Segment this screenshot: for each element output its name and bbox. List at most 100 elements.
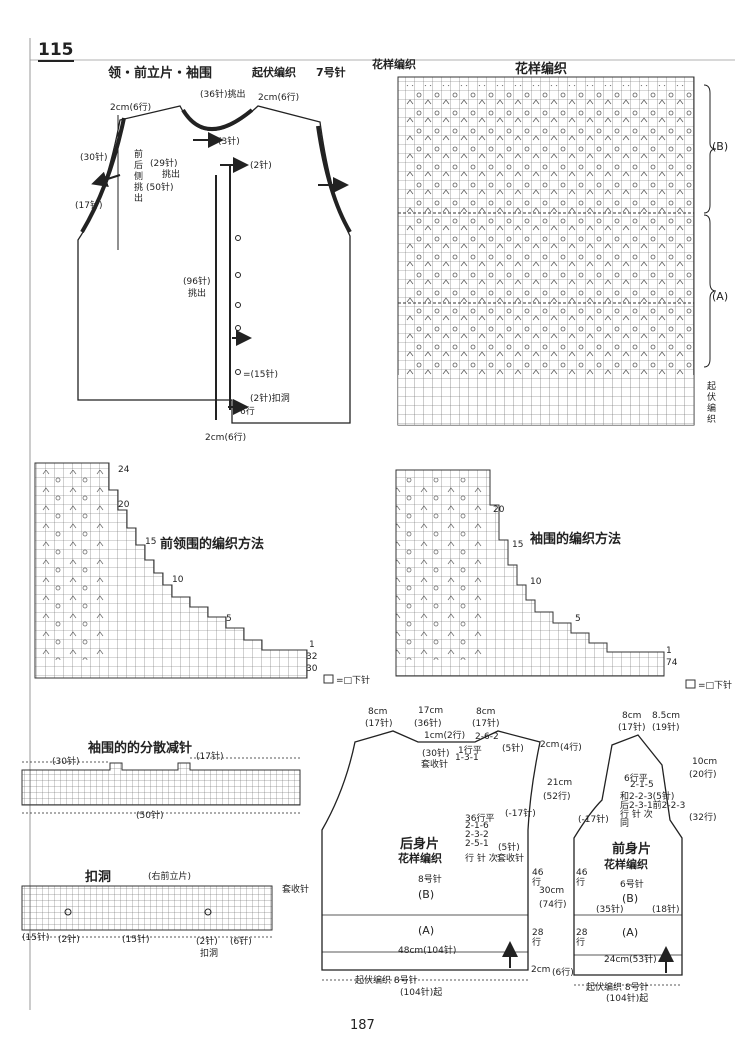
- sec4-tick: 20: [493, 505, 505, 515]
- buttonhole-chart: [21, 885, 273, 931]
- front-hang: 行 针 次: [620, 810, 653, 820]
- sec4-title: 袖围的编织方法: [530, 532, 622, 547]
- decrease-chart: [21, 762, 301, 806]
- sec6-kd: 扣洞: [200, 949, 219, 959]
- back-r46: 46行: [532, 868, 544, 888]
- back-cm48: 48cm(104针): [398, 946, 457, 956]
- buttonhole-marks: [64, 908, 212, 916]
- pattern-chart-symbols: [405, 85, 693, 375]
- vest-arrows: [91, 132, 349, 415]
- front-l17: (-17针): [578, 815, 609, 825]
- lbl-2cm-c: 2cm(6行): [205, 433, 247, 443]
- back-r232: 2-3-2: [465, 830, 489, 840]
- front-body-outline: [573, 734, 683, 976]
- sec3-tick: 20: [118, 500, 130, 510]
- front-name: 前身片: [612, 842, 652, 857]
- front-l35: (35针): [596, 905, 624, 915]
- back-cm2r: 2cm: [531, 965, 551, 975]
- sec4-tick: 15: [512, 540, 524, 550]
- lbl-50: (50针): [146, 183, 174, 193]
- lbl-chart-A: (A): [712, 290, 729, 303]
- back-body-outline: [321, 730, 541, 971]
- decrease-dims: [22, 757, 300, 814]
- lbl-2cm-a: 2cm(6行): [110, 103, 152, 113]
- back-r52: (52行): [543, 792, 571, 802]
- sec3-tick: 32: [306, 652, 318, 662]
- front-r20: (20行): [689, 770, 717, 780]
- lbl-qh: 前后侧挑出: [134, 150, 144, 204]
- back-A: (A): [418, 924, 435, 937]
- lbl-2k: (2针)扣洞: [250, 394, 290, 404]
- front-r6p: 6行平: [624, 774, 648, 784]
- front-B: (B): [622, 892, 639, 905]
- back-s5: (5针): [502, 744, 524, 754]
- back-name: 后身片: [400, 837, 440, 852]
- vest-schematic: [77, 105, 352, 424]
- lbl-29b: 挑出: [162, 170, 181, 180]
- lbl-36: (36针)挑出: [200, 90, 246, 100]
- lbl-3: (3针): [218, 137, 240, 147]
- lbl-2: (2针): [250, 161, 272, 171]
- lbl-96: (96针): [183, 277, 211, 287]
- legend-box-2: [685, 679, 696, 689]
- chart-braces: [703, 84, 717, 368]
- back-cast: (104针)起: [400, 988, 443, 998]
- back-w8a2: (17针): [365, 719, 393, 729]
- front-tong: 同: [620, 819, 630, 829]
- back-needle: 8号针: [418, 875, 442, 885]
- back-d262: 2-6-2: [475, 732, 499, 742]
- sec3-legend: =□下针: [336, 676, 371, 686]
- sec1-needle: 7号针: [316, 66, 346, 79]
- back-hang: 行 针 次: [465, 854, 498, 864]
- front-cm24: 24cm(53针): [604, 955, 657, 965]
- sec6-l6: (6针): [230, 937, 252, 947]
- armhole-symbols: [396, 478, 486, 660]
- back-r1cm: 1cm(2行): [424, 731, 466, 741]
- sec5-l17: (17针): [196, 752, 224, 762]
- sec6-l2a: (2针): [58, 935, 80, 945]
- back-pattern: 花样编织: [398, 852, 442, 865]
- front-l18: (18针): [652, 905, 680, 915]
- sec4-tick: 74: [666, 658, 678, 668]
- back-B: (B): [418, 888, 435, 901]
- back-r6: (6行): [552, 968, 574, 978]
- back-r131: 1-3-1: [455, 753, 479, 763]
- front-r215: 2-1-5: [630, 780, 654, 790]
- back-cm2: 2cm: [540, 740, 560, 750]
- lbl-chart-B: (B): [712, 140, 729, 153]
- back-r74: (74行): [539, 900, 567, 910]
- button-holes: [235, 235, 241, 375]
- sec3-tick: 5: [226, 614, 232, 624]
- front-w8: 8cm: [622, 711, 642, 721]
- back-r216: 2-1-6: [465, 821, 489, 831]
- sec5-title: 袖围的的分散减针: [88, 741, 193, 756]
- sec4-tick: 1: [666, 646, 672, 656]
- front-A: (A): [622, 926, 639, 939]
- sec4-tick: 10: [530, 577, 542, 587]
- back-r36: 36行平: [465, 814, 495, 824]
- sec4-legend: =□下针: [698, 681, 733, 691]
- front-needle: 6号针: [620, 880, 644, 890]
- front-w85b: (19针): [652, 723, 680, 733]
- sec5-l50: (50针): [136, 811, 164, 821]
- front-w8b: (17针): [618, 723, 646, 733]
- front-r46: 46行: [576, 868, 588, 888]
- sec3-title: 前领围的编织方法: [160, 537, 265, 552]
- page-number: 115: [38, 40, 74, 62]
- lbl-29: (29针): [150, 159, 178, 169]
- sec5-l30: (30针): [52, 757, 80, 767]
- front-r28: 28行: [576, 928, 588, 948]
- back-w17: 17cm: [418, 706, 444, 716]
- back-w8b: 8cm: [476, 707, 496, 717]
- front-r32: (32行): [689, 813, 717, 823]
- sec6-l15b: (15针): [122, 935, 150, 945]
- page-footer-number: 187: [350, 1018, 375, 1033]
- back-p30: (30针): [422, 749, 450, 759]
- front-neck-symbols: [35, 470, 105, 660]
- sec1-method: 起伏编织: [252, 66, 296, 79]
- back-w8b2: (17针): [472, 719, 500, 729]
- front-cast: (104针)起: [606, 994, 649, 1004]
- lbl-30: (30针): [80, 153, 108, 163]
- front-w85: 8.5cm: [652, 711, 681, 721]
